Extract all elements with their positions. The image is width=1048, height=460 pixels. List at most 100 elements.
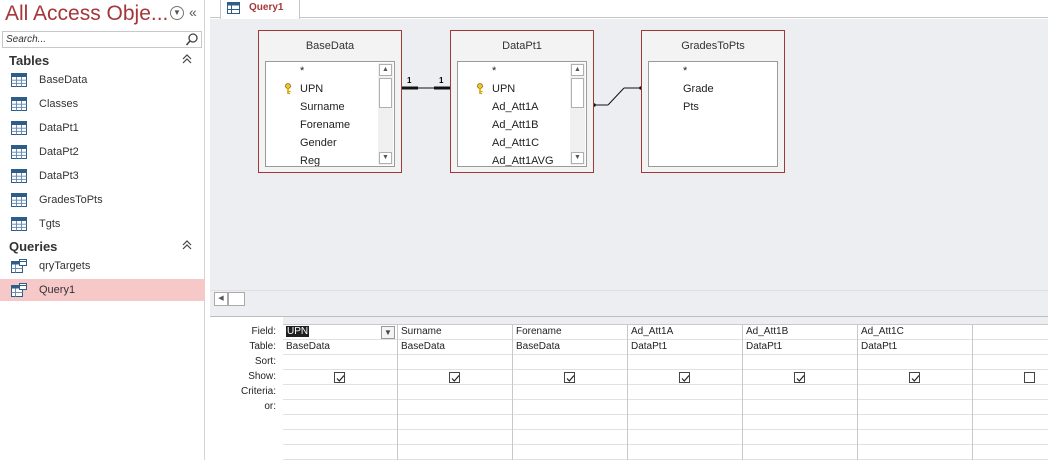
- field-item[interactable]: Forename: [300, 119, 351, 131]
- nav-group-tables[interactable]: Tables: [0, 52, 205, 70]
- grid-cell-table[interactable]: DataPt1: [858, 340, 972, 355]
- grid-cell-criteria[interactable]: [973, 385, 1048, 400]
- grid-cell-criteria[interactable]: [628, 385, 742, 400]
- grid-cell-or[interactable]: [743, 400, 857, 415]
- scroll-thumb[interactable]: [228, 292, 245, 306]
- grid-cell-empty[interactable]: [743, 445, 857, 460]
- field-item[interactable]: Ad_Att1C: [492, 137, 540, 149]
- grid-cell-empty[interactable]: [283, 430, 397, 445]
- grid-cell-empty[interactable]: [283, 445, 397, 460]
- grid-cell-or[interactable]: [973, 400, 1048, 415]
- nav-item-datapt2[interactable]: DataPt2: [0, 141, 205, 163]
- grid-cell-table[interactable]: DataPt1: [743, 340, 857, 355]
- grid-cell-field[interactable]: Surname: [398, 325, 512, 340]
- grid-cell-empty[interactable]: [973, 415, 1048, 430]
- double-chevron-up-icon[interactable]: [182, 239, 192, 255]
- grid-cell-table[interactable]: DataPt1: [628, 340, 742, 355]
- grid-cell-empty[interactable]: [743, 430, 857, 445]
- grid-cell-or[interactable]: [398, 400, 512, 415]
- field-item[interactable]: Ad_Att1A: [492, 101, 539, 113]
- grid-cell-empty[interactable]: [973, 430, 1048, 445]
- double-chevron-left-icon[interactable]: «: [189, 4, 197, 20]
- show-checkbox[interactable]: [449, 372, 460, 383]
- grid-cell-sort[interactable]: [858, 355, 972, 370]
- nav-item-qrytargets[interactable]: qryTargets: [0, 255, 205, 277]
- grid-cell-empty[interactable]: [398, 445, 512, 460]
- field-list-scrollbar[interactable]: ▲▼: [378, 63, 393, 165]
- grid-cell-field[interactable]: Ad_Att1A: [628, 325, 742, 340]
- grid-cell-empty[interactable]: [858, 430, 972, 445]
- grid-cell-sort[interactable]: [398, 355, 512, 370]
- grid-cell-sort[interactable]: [743, 355, 857, 370]
- grid-cell-field[interactable]: Ad_Att1C: [858, 325, 972, 340]
- nav-item-gradestopts[interactable]: GradesToPts: [0, 189, 205, 211]
- show-checkbox[interactable]: [1024, 372, 1035, 383]
- grid-cell-sort[interactable]: [973, 355, 1048, 370]
- nav-item-query1[interactable]: Query1: [0, 279, 205, 301]
- grid-cell-sort[interactable]: [513, 355, 627, 370]
- grid-cell-or[interactable]: [283, 400, 397, 415]
- chevron-down-circle-icon[interactable]: ▼: [170, 6, 184, 20]
- field-item[interactable]: Ad_Att1B: [492, 119, 539, 131]
- search-icon[interactable]: [185, 32, 199, 47]
- field-item[interactable]: Surname: [300, 101, 345, 113]
- field-item[interactable]: *: [683, 65, 688, 77]
- grid-cell-empty[interactable]: [513, 415, 627, 430]
- tab-query1[interactable]: Query1: [220, 0, 300, 19]
- grid-cell-or[interactable]: [858, 400, 972, 415]
- grid-cell-table[interactable]: BaseData: [398, 340, 512, 355]
- grid-cell-criteria[interactable]: [398, 385, 512, 400]
- grid-cell-field[interactable]: UPN▼: [283, 325, 397, 340]
- grid-cell-field[interactable]: [973, 325, 1048, 340]
- show-checkbox[interactable]: [794, 372, 805, 383]
- chevron-down-icon[interactable]: ▼: [381, 326, 395, 339]
- nav-title[interactable]: All Access Obje...: [5, 2, 169, 25]
- search-input[interactable]: [3, 32, 183, 47]
- field-item[interactable]: Gender: [300, 137, 337, 149]
- grid-cell-empty[interactable]: [398, 415, 512, 430]
- grid-cell-sort[interactable]: [628, 355, 742, 370]
- field-item[interactable]: Reg: [300, 155, 321, 167]
- field-item[interactable]: UPN: [492, 83, 516, 95]
- nav-item-classes[interactable]: Classes: [0, 93, 205, 115]
- scroll-up-icon[interactable]: ▲: [379, 64, 392, 76]
- grid-cell-criteria[interactable]: [513, 385, 627, 400]
- nav-item-datapt3[interactable]: DataPt3: [0, 165, 205, 187]
- scroll-up-icon[interactable]: ▲: [571, 64, 584, 76]
- nav-item-tgts[interactable]: Tgts: [0, 213, 205, 235]
- scroll-left-icon[interactable]: ◀: [214, 292, 228, 306]
- grid-cell-empty[interactable]: [628, 430, 742, 445]
- field-item[interactable]: Ad_Att1AVG: [492, 155, 554, 167]
- grid-cell-field[interactable]: Forename: [513, 325, 627, 340]
- grid-cell-empty[interactable]: [398, 430, 512, 445]
- show-checkbox[interactable]: [564, 372, 575, 383]
- grid-cell-sort[interactable]: [283, 355, 397, 370]
- scroll-down-icon[interactable]: ▼: [571, 152, 584, 164]
- horizontal-scrollbar[interactable]: ◀: [210, 290, 1048, 306]
- double-chevron-up-icon[interactable]: [182, 53, 192, 69]
- pane-splitter[interactable]: [210, 306, 1048, 317]
- scroll-thumb[interactable]: [379, 78, 392, 108]
- grid-cell-criteria[interactable]: [858, 385, 972, 400]
- show-checkbox[interactable]: [679, 372, 690, 383]
- grid-cell-empty[interactable]: [628, 415, 742, 430]
- grid-cell-empty[interactable]: [628, 445, 742, 460]
- grid-cell-criteria[interactable]: [283, 385, 397, 400]
- scroll-thumb[interactable]: [571, 78, 584, 108]
- show-checkbox[interactable]: [334, 372, 345, 383]
- grid-cell-empty[interactable]: [743, 415, 857, 430]
- nav-item-basedata[interactable]: BaseData: [0, 69, 205, 91]
- grid-cell-empty[interactable]: [513, 445, 627, 460]
- grid-cell-table[interactable]: BaseData: [283, 340, 397, 355]
- grid-cell-field[interactable]: Ad_Att1B: [743, 325, 857, 340]
- grid-cell-or[interactable]: [628, 400, 742, 415]
- grid-cell-criteria[interactable]: [743, 385, 857, 400]
- field-item[interactable]: Pts: [683, 101, 699, 113]
- grid-column-selectors[interactable]: [283, 317, 1048, 325]
- grid-cell-table[interactable]: BaseData: [513, 340, 627, 355]
- field-item[interactable]: *: [492, 65, 497, 77]
